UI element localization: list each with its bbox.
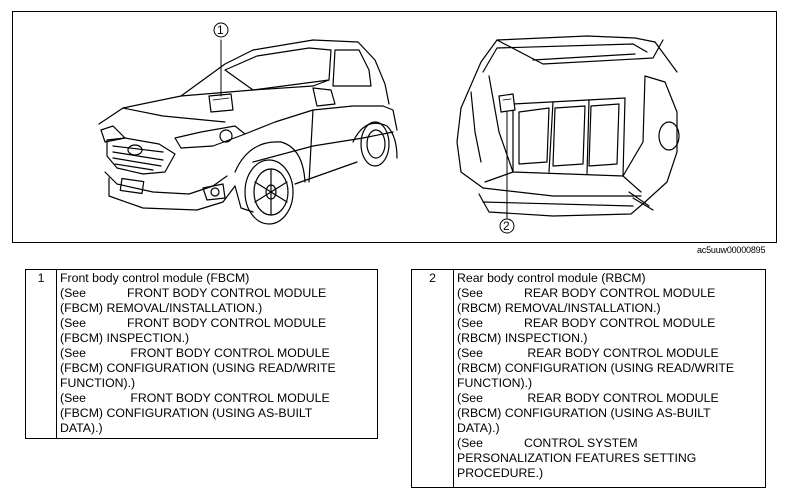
callout-1-circle (213, 22, 229, 38)
reference-line[interactable]: (See CONTROL SYSTEM (457, 436, 638, 450)
reference-line: (RBCM) CONFIGURATION (USING AS-BUILT (457, 406, 711, 420)
rear-cargo-drawing (456, 35, 680, 219)
reference-line: (FBCM) CONFIGURATION (USING READ/WRITE (60, 361, 336, 375)
item-description: Front body control module (FBCM) (See FR… (56, 269, 378, 439)
reference-line[interactable]: (See FRONT BODY CONTROL MODULE (60, 316, 327, 330)
reference-line[interactable]: (See REAR BODY CONTROL MODULE (457, 316, 716, 330)
callout-1-number: 1 (217, 23, 224, 37)
reference-line[interactable]: (See FRONT BODY CONTROL MODULE (60, 391, 330, 405)
table-row: 2 Rear body control module (RBCM) (See R… (411, 269, 766, 488)
item-number: 1 (25, 269, 57, 439)
front-vehicle-drawing (98, 39, 398, 225)
vehicle-illustration (98, 22, 680, 234)
reference-line[interactable]: (See FRONT BODY CONTROL MODULE (60, 346, 330, 360)
reference-line: (RBCM) INSPECTION.) (457, 331, 588, 345)
reference-line[interactable]: (See REAR BODY CONTROL MODULE (457, 391, 719, 405)
rbcm-legend-table: 2 Rear body control module (RBCM) (See R… (411, 269, 766, 488)
item-title: Front body control module (FBCM) (60, 271, 250, 285)
item-description: Rear body control module (RBCM) (See REA… (453, 269, 766, 488)
reference-line: FUNCTION).) (60, 376, 136, 390)
reference-line: (FBCM) INSPECTION.) (60, 331, 190, 345)
item-number: 2 (411, 269, 454, 488)
reference-line: DATA).) (457, 421, 500, 435)
reference-line: DATA).) (60, 421, 103, 435)
reference-line: (FBCM) CONFIGURATION (USING AS-BUILT (60, 406, 313, 420)
reference-line: PROCEDURE.) (457, 466, 544, 480)
reference-line: (RBCM) CONFIGURATION (USING READ/WRITE (457, 361, 735, 375)
reference-line[interactable]: (See REAR BODY CONTROL MODULE (457, 286, 716, 300)
reference-line[interactable]: (See FRONT BODY CONTROL MODULE (60, 286, 327, 300)
vehicle-illustration-frame: 1 2 (12, 11, 777, 243)
reference-line: (RBCM) REMOVAL/INSTALLATION.) (457, 301, 661, 315)
reference-line: (FBCM) REMOVAL/INSTALLATION.) (60, 301, 263, 315)
item-title: Rear body control module (RBCM) (457, 271, 646, 285)
reference-line[interactable]: (See REAR BODY CONTROL MODULE (457, 346, 719, 360)
figure-id-label: ac5uuw00000895 (697, 245, 766, 255)
table-row: 1 Front body control module (FBCM) (See … (25, 269, 378, 439)
reference-line: PERSONALIZATION FEATURES SETTING (457, 451, 697, 465)
fbcm-legend-table: 1 Front body control module (FBCM) (See … (25, 269, 378, 439)
reference-line: FUNCTION).) (457, 376, 533, 390)
callout-2-circle (499, 218, 515, 234)
callout-2-number: 2 (503, 219, 510, 233)
